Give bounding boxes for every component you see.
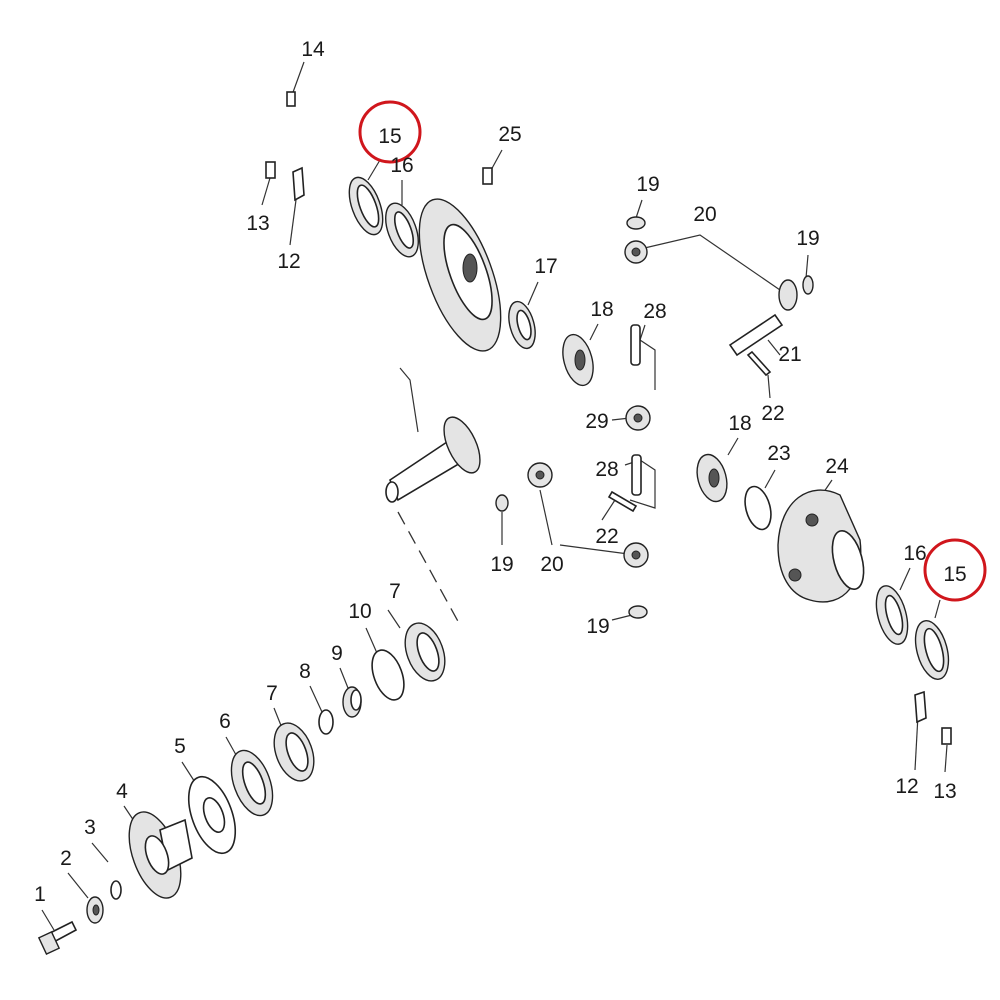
callout-7-upper: 7 [389,580,401,603]
callout-25: 25 [498,123,521,146]
callout-16-upper: 16 [390,154,413,177]
thrust-washer-23 [744,485,772,531]
pin-28-lower [631,454,642,496]
pinion-shaft [385,416,481,503]
leader-lines [41,61,948,931]
lock-plate-12-upper [292,166,305,202]
highlight-circle-15-upper [358,100,422,164]
callout-5: 5 [174,735,186,758]
callout-22-center: 22 [595,525,618,548]
bearing-16-lower [875,585,909,645]
callout-29: 29 [585,410,608,433]
roll-pin-22-center [607,490,638,513]
callout-2: 2 [60,847,72,870]
o-ring-3 [110,880,122,900]
ring-gear [418,198,502,352]
pinion-gear-20-left [527,462,553,488]
callout-6: 6 [219,710,231,733]
callout-13-upper: 13 [246,212,269,235]
callout-8: 8 [299,660,311,683]
seal-17 [508,300,536,350]
callout-14: 14 [301,38,325,61]
snap-ring-8 [318,709,334,735]
dust-shield-5 [187,775,237,855]
adjuster-ring-15-upper [348,176,384,236]
callout-12-lower: 12 [895,775,918,798]
callout-3: 3 [84,816,96,839]
callout-12-upper: 12 [277,250,300,273]
pinion-gear-20-upper [624,240,648,264]
callout-28-lower: 28 [595,458,618,481]
callout-21: 21 [778,343,801,366]
callout-13-lower: 13 [933,780,956,803]
differential-case-24 [777,489,865,603]
bolt-13-lower [941,727,952,745]
pinion-gear-20-lower [623,542,649,568]
crush-sleeve-9 [342,686,362,718]
side-gear-18-upper [562,333,594,387]
callout-19-top: 19 [636,173,659,196]
callout-18-upper: 18 [590,298,613,321]
seal-6 [230,749,274,817]
callout-17: 17 [534,255,557,278]
side-gear-18-lower [696,453,728,503]
washer-2 [86,896,104,924]
bolt-13-upper [265,161,276,179]
callout-22-right: 22 [761,402,784,425]
callout-4: 4 [116,780,128,803]
callout-28-upper: 28 [643,300,666,323]
lock-plate-12-lower [914,690,927,724]
washer-19-bottom [628,605,648,619]
washer-19-left [495,494,509,512]
callout-19-right: 19 [796,227,819,250]
callout-labels: 14 15 16 25 13 12 19 20 19 17 18 28 21 2… [34,38,967,906]
callout-23: 23 [767,442,790,465]
roll-pin-22-right [746,350,772,377]
adjuster-ring-15-lower [914,620,950,680]
callout-1: 1 [34,883,46,906]
callout-20-upper: 20 [693,203,716,226]
callout-16-lower: 16 [903,542,926,565]
nut-bolt-1 [37,920,78,956]
bearing-7-upper [404,622,446,682]
callout-10: 10 [348,600,371,623]
callout-15-lower: 15 [943,563,966,586]
callout-9: 9 [331,642,343,665]
washer-19-top [626,216,646,230]
bearing-7-lower [273,722,315,782]
shim-10 [371,649,405,701]
shaft-21 [728,313,784,357]
pinion-gear-20-right [778,279,798,311]
bearing-16-upper [385,202,419,258]
callout-19-left: 19 [490,553,513,576]
washer-19-right [802,275,814,295]
callout-24: 24 [825,455,849,478]
pin-28-upper [630,324,641,366]
spider-29 [625,405,651,431]
callout-20-lower: 20 [540,553,563,576]
bolt-25 [482,167,493,185]
callout-15-upper: 15 [378,125,401,148]
callout-18-lower: 18 [728,412,751,435]
flange-yoke-4 [128,811,193,899]
highlight-circle-15-lower [923,538,987,602]
bolt-14 [286,91,296,107]
callout-19-bottom: 19 [586,615,609,638]
callout-7-lower: 7 [266,682,278,705]
